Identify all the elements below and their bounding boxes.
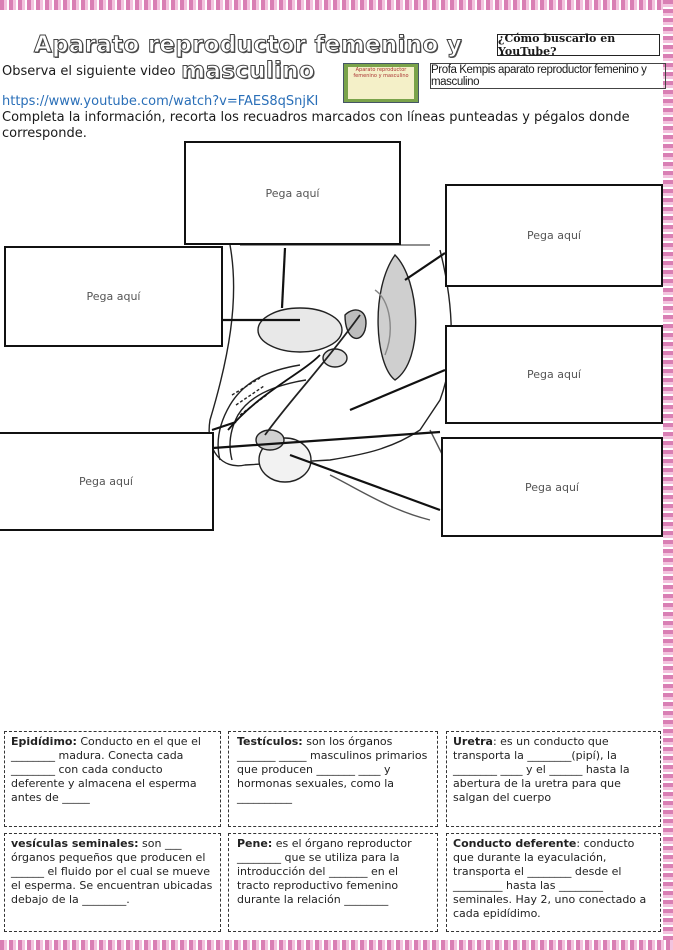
card-text: es el órgano reproductor ________ que se…: [237, 837, 412, 906]
paste-label: Pega aquí: [79, 475, 133, 488]
pointer-line-2: [404, 252, 446, 281]
vas-deferens-line: [264, 314, 361, 436]
card-vesiculas-seminales[interactable]: vesículas seminales: son ___ órganos peq…: [4, 833, 221, 932]
card-testiculos[interactable]: Testículos: son los órganos _______ ____…: [228, 731, 438, 827]
page-title: Aparato reproductor femenino y masculino: [33, 32, 463, 85]
video-thumbnail[interactable]: Aparato reproductor femenino y masculino: [343, 63, 419, 103]
card-text: : es un conducto que transporta la _____…: [453, 735, 630, 804]
paste-label: Pega aquí: [525, 480, 579, 494]
card-uretra[interactable]: Uretra: es un conducto que transporta la…: [446, 731, 661, 827]
card-title: Pene:: [237, 837, 273, 850]
card-conducto-deferente[interactable]: Conducto deferente: conducto que durante…: [446, 833, 661, 932]
paste-box-right-lower[interactable]: Pega aquí: [441, 437, 663, 537]
card-title: Testículos:: [237, 735, 303, 748]
card-text: son los órganos _______ _____ masculinos…: [237, 735, 428, 804]
paste-box-top-right[interactable]: Pega aquí: [445, 184, 663, 287]
urethra-line: [227, 354, 321, 431]
paste-label: Pega aquí: [527, 368, 581, 381]
paste-box-left-upper[interactable]: Pega aquí: [4, 246, 223, 347]
pointer-line-5: [211, 420, 237, 432]
card-text: Conducto en el que el ________ madura. C…: [11, 735, 201, 804]
card-title: Uretra: [453, 735, 493, 748]
pointer-line-6: [212, 430, 441, 450]
card-title: vesículas seminales:: [11, 837, 139, 850]
pointer-line-7: [289, 453, 441, 512]
card-text: son ___ órganos pequeños que producen el…: [11, 837, 213, 906]
penis-outline-upper: [217, 364, 301, 461]
channel-search-box: Profa Kempis aparato reproductor femenin…: [430, 63, 666, 89]
card-text: : conducto que durante la eyaculación, t…: [453, 837, 647, 920]
youtube-hint-box: ¿Cómo buscarlo en YouTube?: [497, 32, 660, 58]
bladder-shape: [257, 307, 343, 353]
rectum-shape: [377, 253, 417, 381]
paste-box-left-lower[interactable]: Pega aquí: [0, 432, 214, 531]
thumbnail-caption: Aparato reproductor femenino y masculino: [348, 67, 414, 99]
paste-box-right-middle[interactable]: Pega aquí: [445, 325, 663, 424]
paste-box-top-center[interactable]: Pega aquí: [184, 141, 401, 245]
paste-label: Pega aquí: [265, 186, 320, 200]
pointer-line-4: [349, 368, 446, 412]
leg-contour: [329, 474, 431, 521]
card-title: Epidídimo:: [11, 735, 77, 748]
card-pene[interactable]: Pene: es el órgano reproductor ________ …: [228, 833, 438, 932]
intestine-fold: [374, 289, 391, 356]
paste-label: Pega aquí: [86, 290, 141, 303]
epididymis-shape: [255, 429, 285, 451]
instructions-text: Completa la información, recorta los rec…: [2, 110, 630, 141]
decorative-border-bottom: [0, 940, 673, 950]
seminal-vesicle-shape: [344, 309, 367, 340]
decorative-border-right: [663, 0, 673, 950]
card-title: Conducto deferente: [453, 837, 577, 850]
observe-text: Observa el siguiente video: [2, 64, 176, 79]
card-epididimo[interactable]: Epidídimo: Conducto en el que el _______…: [4, 731, 221, 827]
penis-outline-lower: [229, 379, 307, 461]
paste-label: Pega aquí: [527, 229, 581, 242]
decorative-border-top: [0, 0, 673, 10]
pointer-line-1: [280, 247, 287, 309]
video-link[interactable]: https://www.youtube.com/watch?v=FAES8qSn…: [2, 94, 319, 109]
